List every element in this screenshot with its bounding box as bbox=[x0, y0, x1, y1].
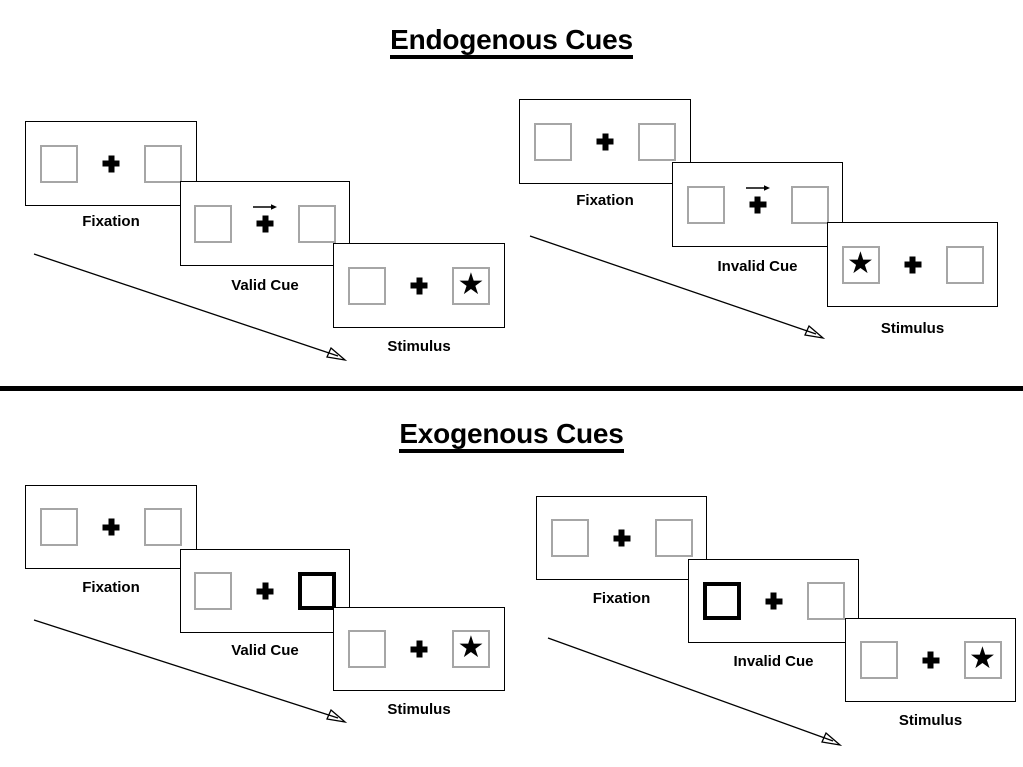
fixation-zone bbox=[916, 637, 946, 683]
panel-content bbox=[537, 497, 706, 579]
fixation-zone bbox=[743, 182, 773, 228]
right-box: ★ bbox=[452, 630, 490, 668]
right-box bbox=[806, 582, 845, 620]
left-box-cued bbox=[702, 582, 741, 620]
right-box bbox=[654, 519, 693, 557]
fixation-cross-icon bbox=[613, 529, 630, 547]
fixation-cross-icon bbox=[765, 592, 782, 610]
panel-exogenous-valid-cue[interactable] bbox=[180, 549, 350, 633]
right-box: ★ bbox=[452, 266, 490, 305]
caption-endogenous-invalid-stimulus: Stimulus bbox=[880, 320, 945, 337]
panel-content bbox=[26, 486, 196, 568]
right-box-cued bbox=[298, 572, 336, 610]
fixation-cross-icon bbox=[102, 155, 120, 172]
fixation-zone bbox=[250, 568, 280, 614]
caption-exogenous-invalid-stimulus: Stimulus bbox=[898, 712, 963, 729]
panel-content: ★ bbox=[334, 608, 504, 690]
fixation-cross-icon bbox=[922, 651, 939, 669]
stimulus-star: ★ bbox=[969, 642, 996, 675]
panel-exogenous-invalid-fixation[interactable] bbox=[536, 496, 707, 580]
fixation-zone bbox=[590, 119, 620, 165]
caption-exogenous-invalid-cue: Invalid Cue bbox=[733, 653, 814, 670]
left-box bbox=[40, 144, 78, 183]
panel-exogenous-invalid-cue[interactable] bbox=[688, 559, 859, 643]
left-box bbox=[194, 572, 232, 610]
panel-content bbox=[181, 550, 349, 632]
fixation-cross-icon bbox=[410, 640, 428, 658]
panel-endogenous-valid-fixation[interactable] bbox=[25, 121, 197, 206]
right-box bbox=[638, 122, 676, 161]
caption-exogenous-valid-stimulus: Stimulus bbox=[387, 701, 451, 718]
caption-endogenous-valid-stimulus: Stimulus bbox=[387, 338, 451, 355]
caption-endogenous-invalid-cue: Invalid Cue bbox=[717, 258, 798, 275]
left-box bbox=[550, 519, 589, 557]
fixation-zone bbox=[404, 263, 434, 309]
fixation-zone bbox=[96, 141, 126, 187]
panel-content bbox=[689, 560, 858, 642]
fixation-cross-icon bbox=[596, 133, 614, 150]
left-box bbox=[534, 122, 572, 161]
fixation-zone bbox=[607, 515, 637, 561]
section-divider bbox=[0, 386, 1023, 391]
left-box bbox=[859, 641, 898, 679]
panel-endogenous-valid-stimulus[interactable]: ★ bbox=[333, 243, 505, 328]
fixation-cross-icon bbox=[256, 582, 274, 600]
fixation-cross-icon bbox=[749, 196, 766, 213]
arrow-right-icon bbox=[253, 203, 277, 210]
arrow-right-icon bbox=[745, 184, 770, 191]
panel-content: ★ bbox=[846, 619, 1015, 701]
panel-exogenous-invalid-stimulus[interactable]: ★ bbox=[845, 618, 1016, 702]
panel-endogenous-invalid-cue[interactable] bbox=[672, 162, 843, 247]
left-box bbox=[40, 508, 78, 546]
panel-endogenous-invalid-fixation[interactable] bbox=[519, 99, 691, 184]
stimulus-star: ★ bbox=[457, 267, 485, 301]
fixation-cross-icon bbox=[410, 277, 428, 294]
right-box bbox=[144, 144, 182, 183]
right-box bbox=[790, 185, 829, 224]
left-box: ★ bbox=[841, 245, 880, 284]
caption-endogenous-invalid-fixation: Fixation bbox=[576, 192, 634, 209]
panel-content bbox=[181, 182, 349, 265]
left-box bbox=[348, 266, 386, 305]
left-box bbox=[194, 204, 232, 243]
fixation-zone bbox=[898, 242, 928, 288]
caption-exogenous-valid-fixation: Fixation bbox=[82, 579, 140, 596]
panel-exogenous-valid-stimulus[interactable]: ★ bbox=[333, 607, 505, 691]
fixation-zone bbox=[96, 504, 126, 550]
caption-exogenous-valid-cue: Valid Cue bbox=[231, 642, 299, 659]
right-box: ★ bbox=[963, 641, 1002, 679]
section-title-endogenous-text: Endogenous Cues bbox=[390, 25, 633, 60]
right-box bbox=[144, 508, 182, 546]
panel-endogenous-invalid-stimulus[interactable]: ★ bbox=[827, 222, 998, 307]
stimulus-star: ★ bbox=[847, 246, 874, 280]
caption-exogenous-invalid-fixation: Fixation bbox=[592, 590, 651, 607]
panel-content bbox=[26, 122, 196, 205]
caption-endogenous-valid-cue: Valid Cue bbox=[231, 277, 299, 294]
fixation-cross-icon bbox=[102, 518, 120, 536]
section-title-endogenous: Endogenous Cues bbox=[0, 24, 1023, 60]
panel-content bbox=[673, 163, 842, 246]
panel-endogenous-valid-cue[interactable] bbox=[180, 181, 350, 266]
fixation-zone bbox=[250, 201, 280, 247]
panel-content: ★ bbox=[828, 223, 997, 306]
panel-content: ★ bbox=[334, 244, 504, 327]
fixation-cross-icon bbox=[256, 215, 274, 232]
section-title-exogenous-text: Exogenous Cues bbox=[399, 419, 624, 454]
right-box bbox=[945, 245, 984, 284]
fixation-zone bbox=[759, 578, 789, 624]
fixation-zone bbox=[404, 626, 434, 672]
stimulus-star: ★ bbox=[457, 631, 485, 664]
left-box bbox=[686, 185, 725, 224]
left-box bbox=[348, 630, 386, 668]
section-title-exogenous: Exogenous Cues bbox=[0, 418, 1023, 454]
panel-content bbox=[520, 100, 690, 183]
fixation-cross-icon bbox=[904, 256, 921, 273]
right-box bbox=[298, 204, 336, 243]
panel-exogenous-valid-fixation[interactable] bbox=[25, 485, 197, 569]
caption-endogenous-valid-fixation: Fixation bbox=[82, 213, 140, 230]
